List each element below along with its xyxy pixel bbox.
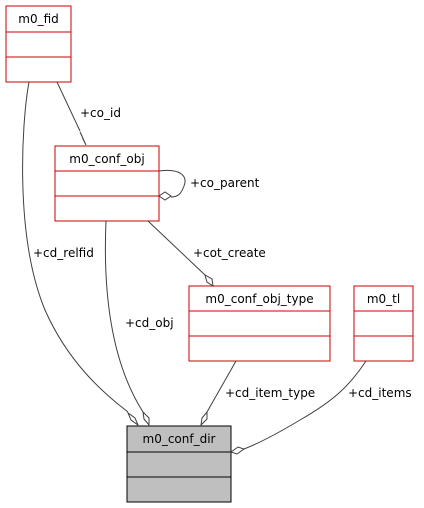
edge-cd-item-type-diamond	[200, 410, 208, 427]
class-m0-conf-obj-box	[54, 145, 160, 222]
edge-cot-create: +cot_create	[147, 220, 266, 288]
edge-cd-obj: +cd_obj	[104, 220, 174, 427]
edge-co-parent-diamond	[158, 191, 172, 201]
edge-cd-obj-line	[104, 220, 144, 413]
class-m0-conf-obj[interactable]: m0_conf_obj	[54, 145, 160, 222]
class-m0-conf-obj-title: m0_conf_obj	[69, 152, 144, 166]
edge-co-parent: +co_parent	[158, 169, 260, 201]
edge-cd-obj-diamond	[142, 410, 150, 427]
class-m0-fid[interactable]: m0_fid	[5, 5, 72, 83]
class-m0-conf-obj-type-box	[188, 285, 331, 362]
edge-cd-obj-label: +cd_obj	[125, 316, 174, 330]
class-m0-tl-box	[353, 285, 414, 362]
edge-cd-relfid-label: +cd_relfid	[33, 246, 94, 260]
edge-co-parent-label: +co_parent	[190, 176, 260, 190]
class-m0-conf-dir-title: m0_conf_dir	[143, 432, 216, 446]
edge-cd-item-type-label: +cd_item_type	[225, 386, 315, 400]
edge-cd-item-type-line	[206, 360, 237, 413]
edge-cd-items-label: +cd_items	[348, 386, 412, 400]
edge-co-parent-line	[158, 169, 186, 198]
edge-cd-items-diamond	[229, 446, 246, 455]
edge-cd-items-line	[243, 360, 367, 450]
edge-co-id-diamond	[79, 131, 87, 146]
edge-cd-items: +cd_items	[229, 360, 412, 455]
edge-cot-create-diamond	[204, 273, 214, 288]
class-m0-fid-title: m0_fid	[18, 12, 59, 26]
class-m0-conf-obj-type-title: m0_conf_obj_type	[205, 292, 313, 306]
class-m0-tl-title: m0_tl	[367, 292, 400, 306]
class-m0-tl[interactable]: m0_tl	[353, 285, 414, 362]
edge-cd-relfid-line	[22, 81, 129, 413]
edge-cot-create-line	[147, 220, 206, 276]
edge-cd-relfid-diamond	[126, 411, 140, 427]
edge-co-id: +co_id	[56, 81, 121, 146]
edge-cd-item-type: +cd_item_type	[200, 360, 315, 427]
edge-co-id-line	[56, 81, 81, 132]
class-m0-conf-obj-type[interactable]: m0_conf_obj_type	[188, 285, 331, 362]
class-m0-fid-box	[5, 5, 72, 83]
class-m0-conf-dir[interactable]: m0_conf_dir	[126, 425, 232, 503]
edge-co-id-label: +co_id	[80, 106, 121, 120]
class-m0-conf-dir-box	[126, 425, 232, 503]
edge-cot-create-label: +cot_create	[193, 246, 266, 260]
edge-cd-relfid: +cd_relfid	[22, 81, 140, 427]
